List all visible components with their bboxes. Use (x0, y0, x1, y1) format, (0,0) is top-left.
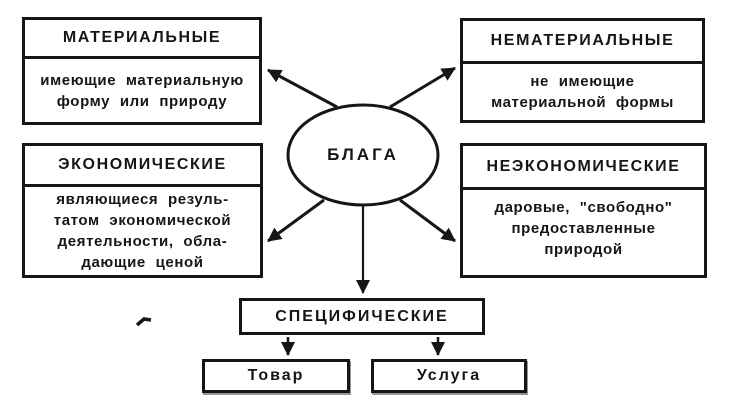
economic-body: являющиеся резуль- татом экономической д… (53, 191, 232, 271)
immaterial-body: не имеющие материальной формы (491, 73, 674, 111)
arrow-blaga-to-noneconomic (399, 198, 456, 243)
arrow-blaga-to-material (267, 68, 338, 109)
economic-title: ЭКОНОМИЧЕСКИЕ (25, 146, 260, 187)
material-body: имеющие материальную форму или природу (40, 71, 244, 110)
arrow-blaga-to-economic (267, 198, 325, 243)
arrow-blaga-to-immaterial (389, 66, 456, 109)
immaterial-title: НЕМАТЕРИАЛЬНЫЕ (463, 21, 702, 64)
node-noneconomic: НЕЭКОНОМИЧЕСКИЕ даровые, "свободно" пред… (460, 143, 707, 278)
node-economic: ЭКОНОМИЧЕСКИЕ являющиеся резуль- татом э… (22, 143, 263, 278)
noneconomic-body: даровые, "свободно" предоставленные прир… (494, 199, 673, 258)
noneconomic-title: НЕЭКОНОМИЧЕСКИЕ (463, 146, 704, 190)
blaga-ellipse (286, 103, 440, 207)
node-service: Услуга (371, 359, 527, 393)
node-specific: СПЕЦИФИЧЕСКИЕ (239, 298, 485, 335)
blaga-label: БЛАГА (327, 145, 399, 164)
node-material: МАТЕРИАЛЬНЫЕ имеющие материальную форму … (22, 17, 262, 125)
stray-mark (135, 317, 152, 327)
node-immaterial: НЕМАТЕРИАЛЬНЫЕ не имеющие материальной ф… (460, 18, 705, 123)
node-product: Товар (202, 359, 350, 393)
material-title: МАТЕРИАЛЬНЫЕ (25, 20, 259, 59)
